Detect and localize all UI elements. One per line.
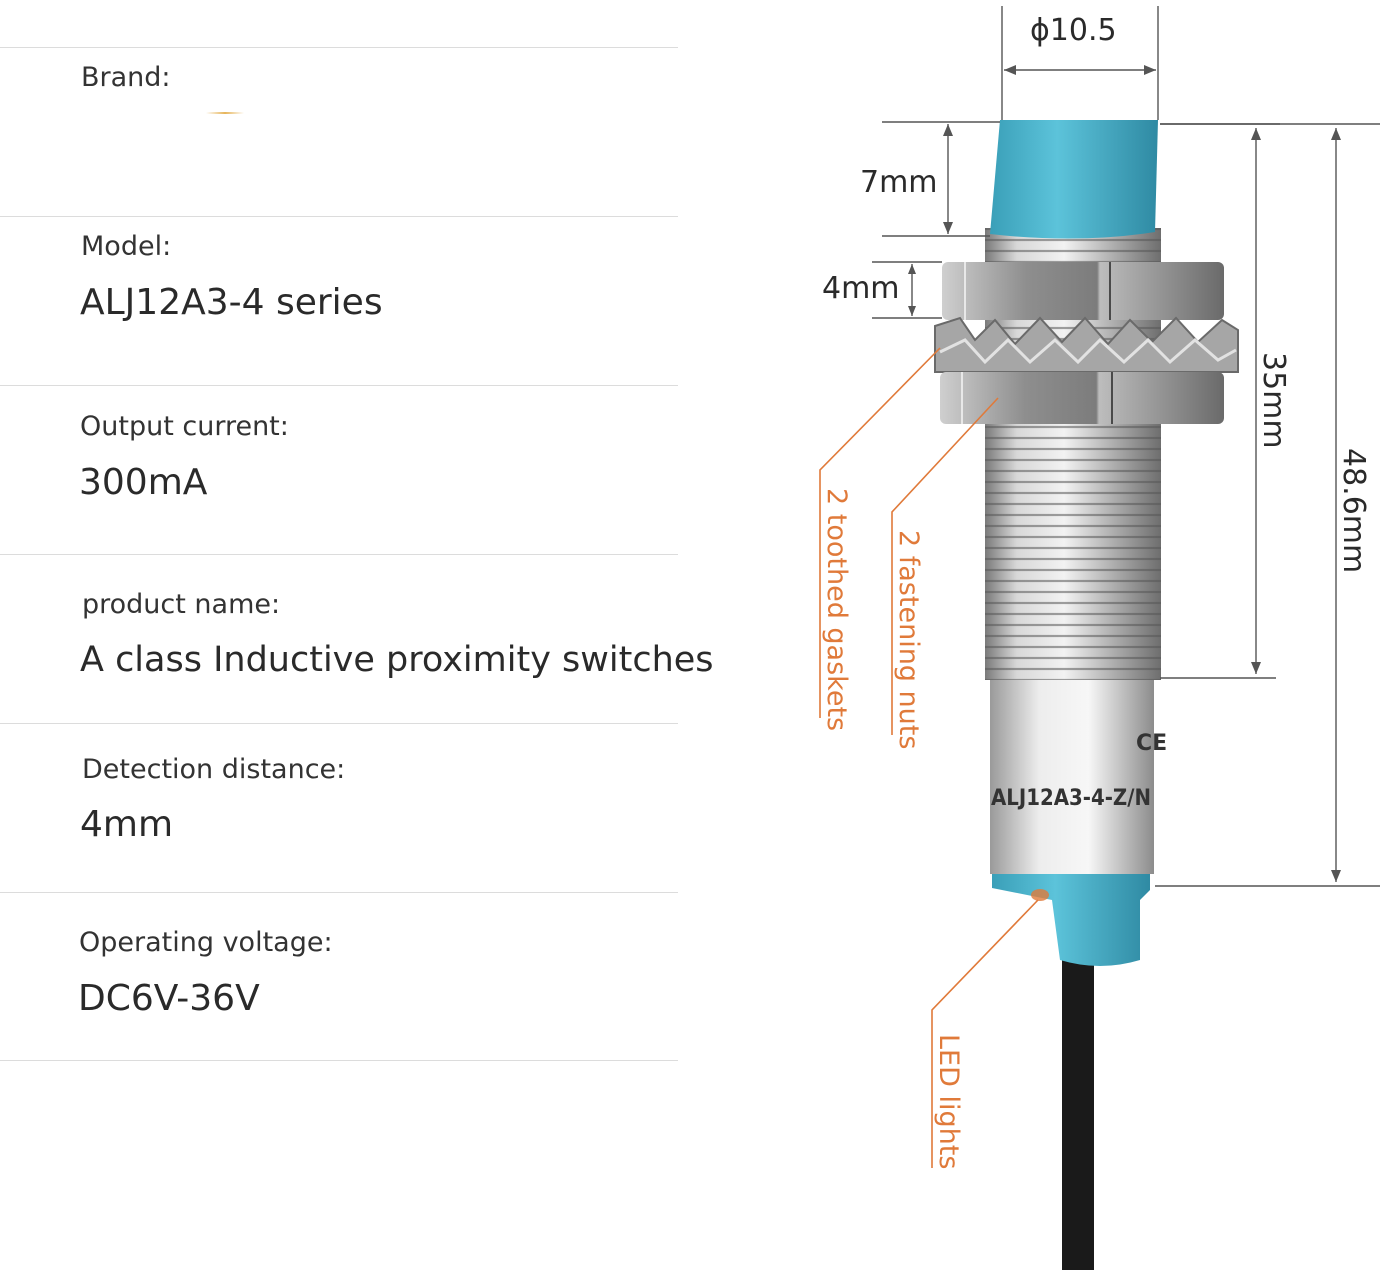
model-label: Model: <box>81 231 172 262</box>
diameter-label: ϕ10.5 <box>1030 13 1117 48</box>
brand-label: Brand: <box>81 62 171 93</box>
detection-distance-value: 4mm <box>80 804 174 845</box>
ce-mark: CE <box>1136 731 1167 756</box>
led-callout: LED lights <box>933 1034 964 1169</box>
detection-distance-label: Detection distance: <box>82 754 346 785</box>
divider <box>0 385 678 386</box>
product-name-value: A class Inductive proximity switches <box>80 640 714 680</box>
led-indicator <box>1031 889 1049 901</box>
cap-height-label: 7mm <box>860 165 938 200</box>
dimension-lines <box>872 6 1380 887</box>
divider <box>0 892 678 893</box>
lower-cap <box>992 870 1150 966</box>
upper-cap <box>990 120 1158 239</box>
product-name-label: product name: <box>82 589 281 620</box>
divider <box>0 47 678 48</box>
divider <box>0 216 678 217</box>
brand-logo-mark <box>206 112 244 114</box>
output-current-value: 300mA <box>79 462 208 503</box>
dimension-arrows <box>908 65 1341 882</box>
fastening-nut-bottom <box>940 372 1224 424</box>
operating-voltage-value: DC6V-36V <box>78 978 260 1019</box>
model-value: ALJ12A3-4 series <box>80 282 383 323</box>
nuts-callout: 2 fastening nuts <box>893 530 924 749</box>
sensor-diagram-svg: ALJ12A3-4-Z/N CE <box>819 6 1380 1270</box>
callout-leaders <box>819 347 1039 1168</box>
toothed-gasket <box>934 316 1239 373</box>
gaskets-callout: 2 toothed gaskets <box>821 488 852 731</box>
total-length-label: 48.6mm <box>1336 448 1371 573</box>
divider <box>0 723 678 724</box>
divider <box>0 1060 678 1061</box>
label-sleeve <box>990 678 1154 874</box>
output-current-label: Output current: <box>80 411 289 442</box>
nut-height-label: 4mm <box>822 271 900 306</box>
sensor-diagram: ALJ12A3-4-Z/N CE <box>680 0 1387 1270</box>
cable <box>1062 960 1094 1270</box>
thread-length-label: 35mm <box>1256 352 1291 449</box>
operating-voltage-label: Operating voltage: <box>79 927 333 958</box>
fastening-nut-top <box>942 262 1224 320</box>
divider <box>0 554 678 555</box>
spec-list: Brand: Model: ALJ12A3-4 series Output cu… <box>0 0 714 1270</box>
body-print: ALJ12A3-4-Z/N <box>991 786 1151 811</box>
